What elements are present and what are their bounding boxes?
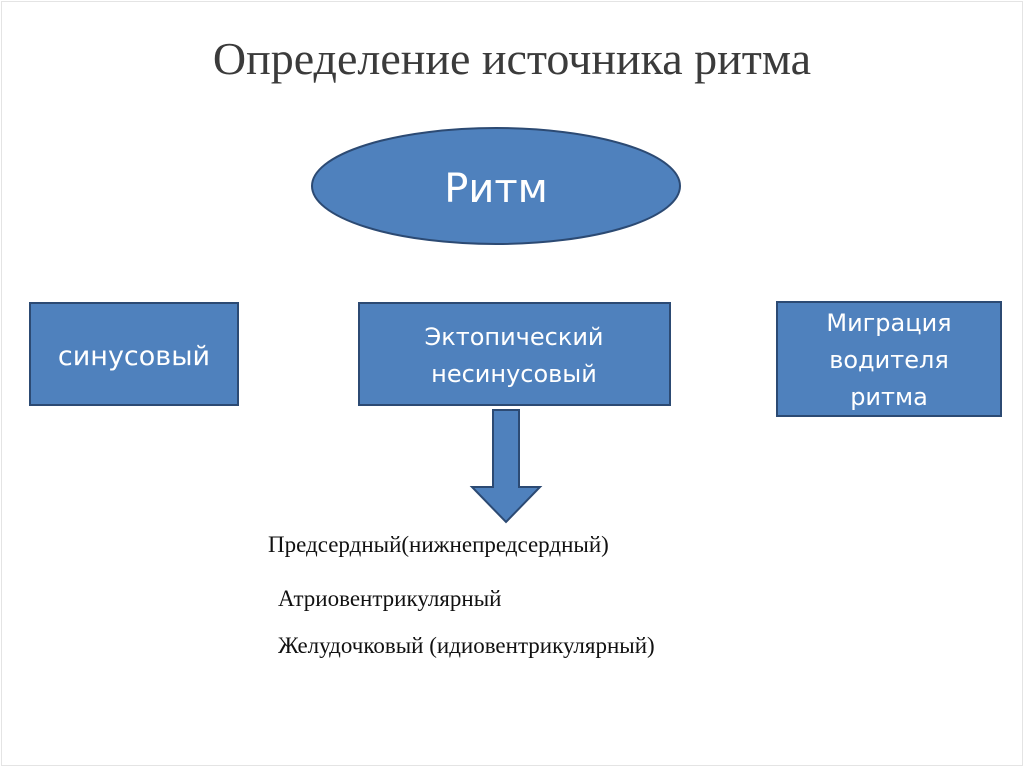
slide-title: Определение источника ритма: [212, 33, 812, 84]
branch-ectopic-box: [358, 302, 671, 406]
branch-migration-box: [776, 301, 1002, 417]
subtype-item-av: Атриовентрикулярный: [278, 586, 502, 611]
subtype-item-atrial: Предсердный(нижнепредсердный): [268, 532, 609, 557]
branch-node-sinus: синусовый: [29, 302, 239, 406]
root-node-label: Ритм: [444, 166, 548, 212]
branch-node-ectopic: Эктопический несинусовый: [358, 302, 671, 406]
root-node: Ритм: [311, 127, 681, 245]
down-arrow-icon: [469, 409, 543, 524]
branch-ectopic-label-line-2: несинусовый: [431, 360, 597, 388]
branch-sinus-box: [29, 302, 239, 406]
branch-node-migration: Миграция водителя ритма: [776, 301, 1002, 417]
branch-migration-label-line-2: водителя: [829, 346, 949, 374]
branch-sinus-label: синусовый: [58, 341, 210, 372]
subtype-item-ventricular: Желудочковый (идиовентрикулярный): [278, 633, 655, 658]
branch-migration-label-line-1: Миграция: [826, 309, 951, 337]
root-ellipse-shape: [311, 127, 681, 245]
branch-ectopic-label-line-1: Эктопический: [424, 323, 603, 351]
branch-migration-label-line-3: ритма: [850, 383, 928, 411]
